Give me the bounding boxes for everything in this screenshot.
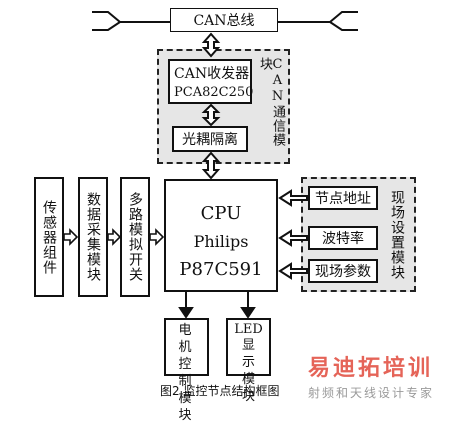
optocoupler-label: 光耦隔离 — [182, 132, 238, 148]
field-module-title: 现场设置模块 — [389, 190, 405, 280]
can-module-title: CAN通信模块 — [257, 57, 285, 147]
diagram-canvas: CAN总线 CAN收发器 PCA82C250 光耦隔离 CAN通信模块 传感器组… — [34, 8, 458, 423]
can-transceiver-box: CAN收发器 PCA82C250 — [168, 59, 254, 104]
baud-rate-label: 波特率 — [322, 231, 364, 247]
transceiver-opto-arrow — [201, 103, 221, 127]
led-display-label: 显示模块 — [241, 338, 255, 404]
cpu-box: CPU Philips P87C591 — [164, 179, 278, 292]
led-label: LED — [234, 322, 263, 337]
cpu-to-output-arrows — [178, 292, 256, 319]
node-address-box: 节点地址 — [308, 186, 378, 210]
optocoupler-box: 光耦隔离 — [172, 126, 248, 152]
can-transceiver-part: PCA82C250 — [174, 85, 254, 100]
bus-transceiver-arrow — [201, 32, 221, 58]
watermark-logo: 易迪拓培训 射频和天线设计专家 — [308, 350, 458, 400]
can-bus-lines — [92, 11, 358, 31]
cpu-brand: Philips — [193, 232, 249, 251]
input-arrows — [63, 228, 165, 246]
opto-cpu-arrow — [201, 151, 221, 180]
led-display-box: LED 显示模块 — [226, 318, 271, 404]
sensor-box: 传感器组件 — [34, 177, 64, 297]
can-bus-label: CAN总线 — [193, 13, 255, 29]
watermark-title: 易迪拓培训 — [308, 356, 434, 381]
figure-caption: 图2 监控节点结构框图 — [160, 384, 280, 398]
field-params-box: 现场参数 — [308, 259, 378, 283]
connector-layer — [63, 11, 358, 319]
watermark-subtitle: 射频和天线设计专家 — [308, 386, 435, 400]
can-bus-label-box: CAN总线 — [170, 8, 278, 32]
field-params-label: 现场参数 — [315, 264, 371, 280]
baud-rate-box: 波特率 — [308, 226, 378, 250]
node-address-label: 节点地址 — [315, 191, 371, 207]
cpu-model: P87C591 — [179, 259, 263, 280]
acquisition-box: 数据采集模块 — [78, 177, 108, 297]
mux-box: 多路模拟开关 — [120, 177, 150, 297]
cpu-title: CPU — [200, 203, 242, 224]
can-transceiver-label: CAN收发器 — [174, 66, 250, 82]
field-to-cpu-arrows — [278, 189, 308, 280]
